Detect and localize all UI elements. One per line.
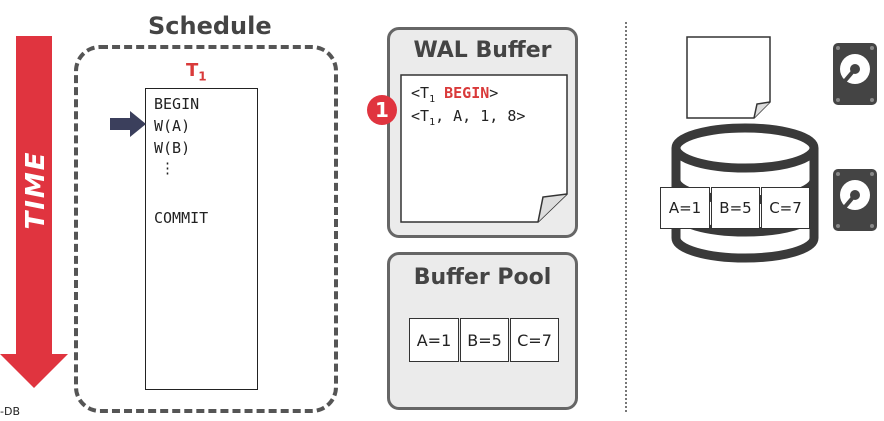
time-label: TIME <box>21 150 51 230</box>
buffer-pool-cell-c: C=7 <box>510 318 559 362</box>
hard-drive-icon <box>833 169 877 231</box>
hard-drive-icon <box>833 43 877 105</box>
op-ellipsis: ⋮ <box>160 159 175 177</box>
buffer-pool-cell-b: B=5 <box>460 318 509 362</box>
database-cylinder-icon <box>671 123 819 263</box>
transaction-label: T1 <box>186 60 207 84</box>
memory-disk-divider <box>625 22 627 412</box>
transaction-column: BEGIN W(A) W(B) ⋮ COMMIT <box>145 88 258 390</box>
op-write-a: W(A) <box>154 117 191 135</box>
wal-entry-begin: <T1 BEGIN> <box>411 84 499 105</box>
time-arrow <box>0 36 68 388</box>
wal-entry-update: <T1, A, 1, 8> <box>411 107 526 128</box>
wal-buffer-title: WAL Buffer <box>413 38 552 63</box>
transaction-subscript: 1 <box>198 69 207 84</box>
disk-cell-a: A=1 <box>660 187 710 229</box>
op-commit: COMMIT <box>154 209 209 227</box>
schedule-box <box>74 45 338 413</box>
footer-text: -DB <box>0 405 20 418</box>
disk-cell-b: B=5 <box>711 187 760 229</box>
transaction-name: T <box>186 60 199 81</box>
step-badge: 1 <box>367 95 397 125</box>
wal-page-icon <box>400 74 568 223</box>
current-op-arrow-icon <box>110 111 146 137</box>
buffer-pool-title: Buffer Pool <box>413 265 552 290</box>
op-begin: BEGIN <box>154 95 200 113</box>
disk-log-page-icon <box>686 36 771 119</box>
op-write-b: W(B) <box>154 139 191 157</box>
schedule-title: Schedule <box>148 12 272 40</box>
disk-cell-c: C=7 <box>761 187 810 229</box>
buffer-pool-cell-a: A=1 <box>409 318 459 362</box>
